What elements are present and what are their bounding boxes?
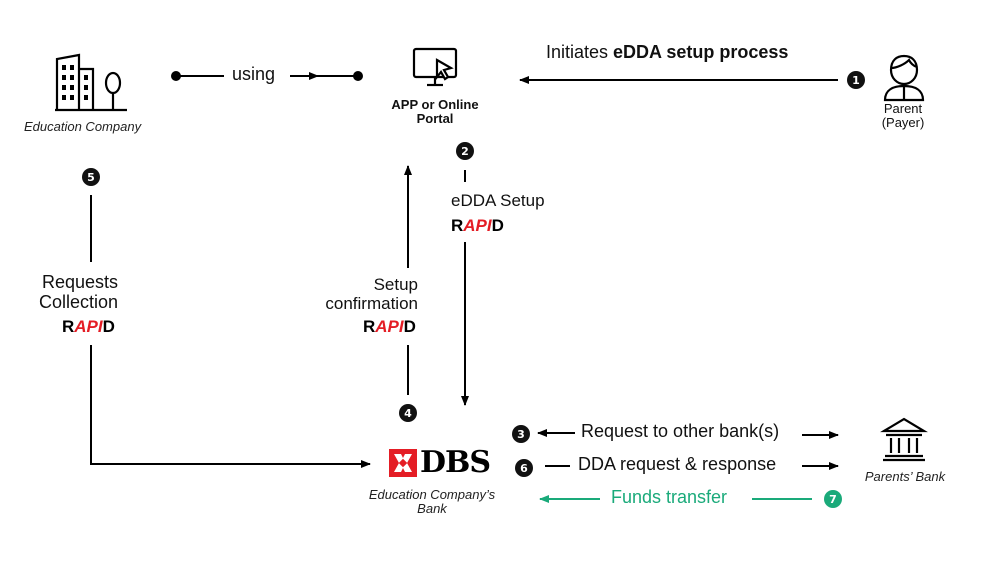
bank-icon [880,417,928,462]
initiates-label: Initiates eDDA setup process [546,42,789,63]
using-connector [171,71,363,81]
rapid-logo-edda: RAPID [451,216,504,235]
dda-request-label: DDA request & response [578,454,777,474]
request-other-banks-label: Request to other bank(s) [581,421,780,441]
edda-setup-label: eDDA Setup [451,191,545,210]
rapid-logo-confirmation: RAPID [363,317,416,336]
building-icon [55,53,127,112]
dbs-logo-text: DBS [420,445,491,480]
parents-bank-label: Parents’ Bank [864,469,946,484]
step-badge-6: 6 [515,459,533,477]
step-badge-4: 4 [399,404,417,422]
rapid-logo-collection: RAPID [62,317,115,336]
setup-confirmation-label: Setup confirmation [325,275,418,313]
step-badge-7: 7 [824,490,842,508]
education-company-label: Education Company [24,119,142,134]
monitor-cursor-icon [412,47,458,87]
portal-label: APP or Online Portal [391,97,479,127]
step-badge-2: 2 [456,142,474,160]
requests-collection-label: Requests Collection [38,272,118,312]
requests-collection-arrow [90,195,371,468]
funds-transfer-label: Funds transfer [611,487,728,507]
using-label: using [232,64,276,84]
initiates-prefix: Initiates [546,42,614,62]
step-badge-5: 5 [82,168,100,186]
dbs-caption: Education Company’s Bank [368,487,496,517]
request-other-banks-arrow [537,429,839,439]
person-icon [883,54,925,102]
dbs-logo-icon [389,449,417,477]
step-badge-3: 3 [512,425,530,443]
initiates-bold: eDDA setup process [613,42,789,62]
step-badge-1: 1 [847,71,865,89]
parent-label: Parent (Payer) [881,101,925,131]
